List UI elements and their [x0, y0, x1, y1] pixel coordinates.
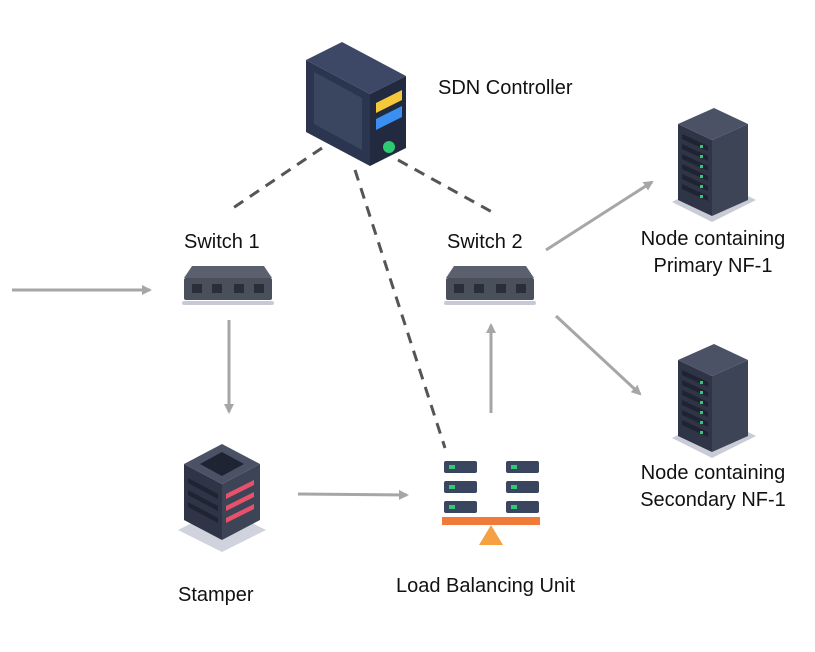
load-balancing-unit-label: Load Balancing Unit [396, 575, 576, 597]
controller-to-switch2-link [397, 158, 493, 214]
sdn-controller-icon [306, 42, 406, 166]
controller-to-load-balancer-link [353, 169, 447, 449]
sdn-controller-label: SDN Controller [438, 77, 573, 99]
secondary-node-label-line1: Node containing [640, 462, 786, 484]
lb-left-servers [444, 461, 477, 513]
switch2-to-primary-arrow [545, 180, 654, 252]
primary-node-label-line1: Node containing [640, 228, 786, 250]
switch1-label: Switch 1 [184, 231, 260, 253]
secondary-node-server-icon [672, 344, 756, 458]
control-links [229, 146, 493, 449]
primary-node-label-line2: Primary NF-1 [653, 255, 773, 277]
secondary-node-label-line2: Secondary NF-1 [640, 489, 786, 511]
lb-balance-bar [442, 517, 540, 525]
stamper-server-icon [178, 444, 266, 552]
flow-arrows [12, 180, 654, 500]
switch1-icon [182, 266, 274, 305]
switch2-label: Switch 2 [447, 231, 523, 253]
lb-right-servers [506, 461, 539, 513]
controller-to-switch1-link [229, 146, 323, 212]
stamper-to-load-balancer-arrow [297, 489, 409, 500]
primary-node-server-icon [672, 108, 756, 222]
load-balancer-icon [442, 461, 540, 545]
stamper-label: Stamper [178, 584, 254, 606]
lb-fulcrum [479, 525, 503, 545]
switch2-icon [444, 266, 536, 305]
switch2-to-secondary-arrow [554, 314, 642, 396]
